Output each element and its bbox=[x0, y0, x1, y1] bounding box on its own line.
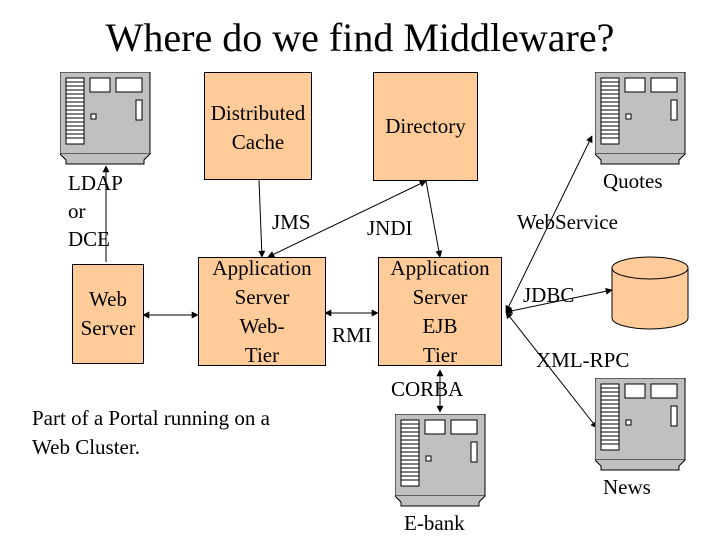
corba-label: CORBA bbox=[391, 377, 464, 401]
web-server-box: Web Server bbox=[72, 264, 144, 364]
rmi-label: RMI bbox=[332, 323, 372, 347]
quotes-label: Quotes bbox=[603, 169, 663, 193]
database-icon bbox=[611, 256, 689, 330]
server-icon-ldap bbox=[60, 72, 151, 165]
news-label: News bbox=[603, 475, 651, 499]
server-icon-ebank bbox=[395, 414, 486, 507]
distributed-cache-label: Distributed Cache bbox=[210, 101, 306, 154]
directory-label: Directory bbox=[385, 114, 466, 138]
jms-connector bbox=[258, 179, 266, 258]
xmlrpc-label: XML-RPC bbox=[536, 348, 630, 372]
ejb-tier-box: Application Server EJB Tier bbox=[378, 256, 502, 367]
web-server-label: Web Server bbox=[80, 287, 136, 340]
portal-note: Part of a Portal running on a Web Cluste… bbox=[32, 404, 270, 462]
directory-box: Directory bbox=[373, 72, 478, 181]
jdbc-label: JDBC bbox=[523, 283, 575, 307]
jndi-webtier-connector bbox=[267, 180, 427, 258]
webservice-connector bbox=[505, 135, 593, 313]
jms-label: JMS bbox=[272, 210, 311, 234]
jndi-label: JNDI bbox=[367, 216, 413, 240]
ebank-label: E-bank bbox=[404, 511, 465, 535]
portal-note-line-1: Part of a Portal running on a bbox=[32, 406, 270, 430]
web-tier-box: Application Server Web- Tier bbox=[198, 256, 326, 367]
slide-title: Where do we find Middleware? bbox=[105, 15, 615, 60]
server-icon-news bbox=[595, 378, 686, 471]
server-icon-quotes bbox=[595, 72, 686, 165]
webservice-label: WebService bbox=[517, 210, 618, 234]
ejb-tier-label: Application Server EJB Tier bbox=[390, 255, 490, 367]
jdbc-connector bbox=[505, 287, 613, 315]
ldap-label: LDAP or DCE bbox=[68, 171, 123, 251]
portal-note-line-2: Web Cluster. bbox=[32, 435, 140, 459]
jndi-ejbtier-connector bbox=[425, 180, 443, 258]
distributed-cache-box: Distributed Cache bbox=[204, 72, 312, 180]
xmlrpc-connector bbox=[505, 311, 598, 429]
web-tier-label: Application Server Web- Tier bbox=[212, 255, 312, 367]
